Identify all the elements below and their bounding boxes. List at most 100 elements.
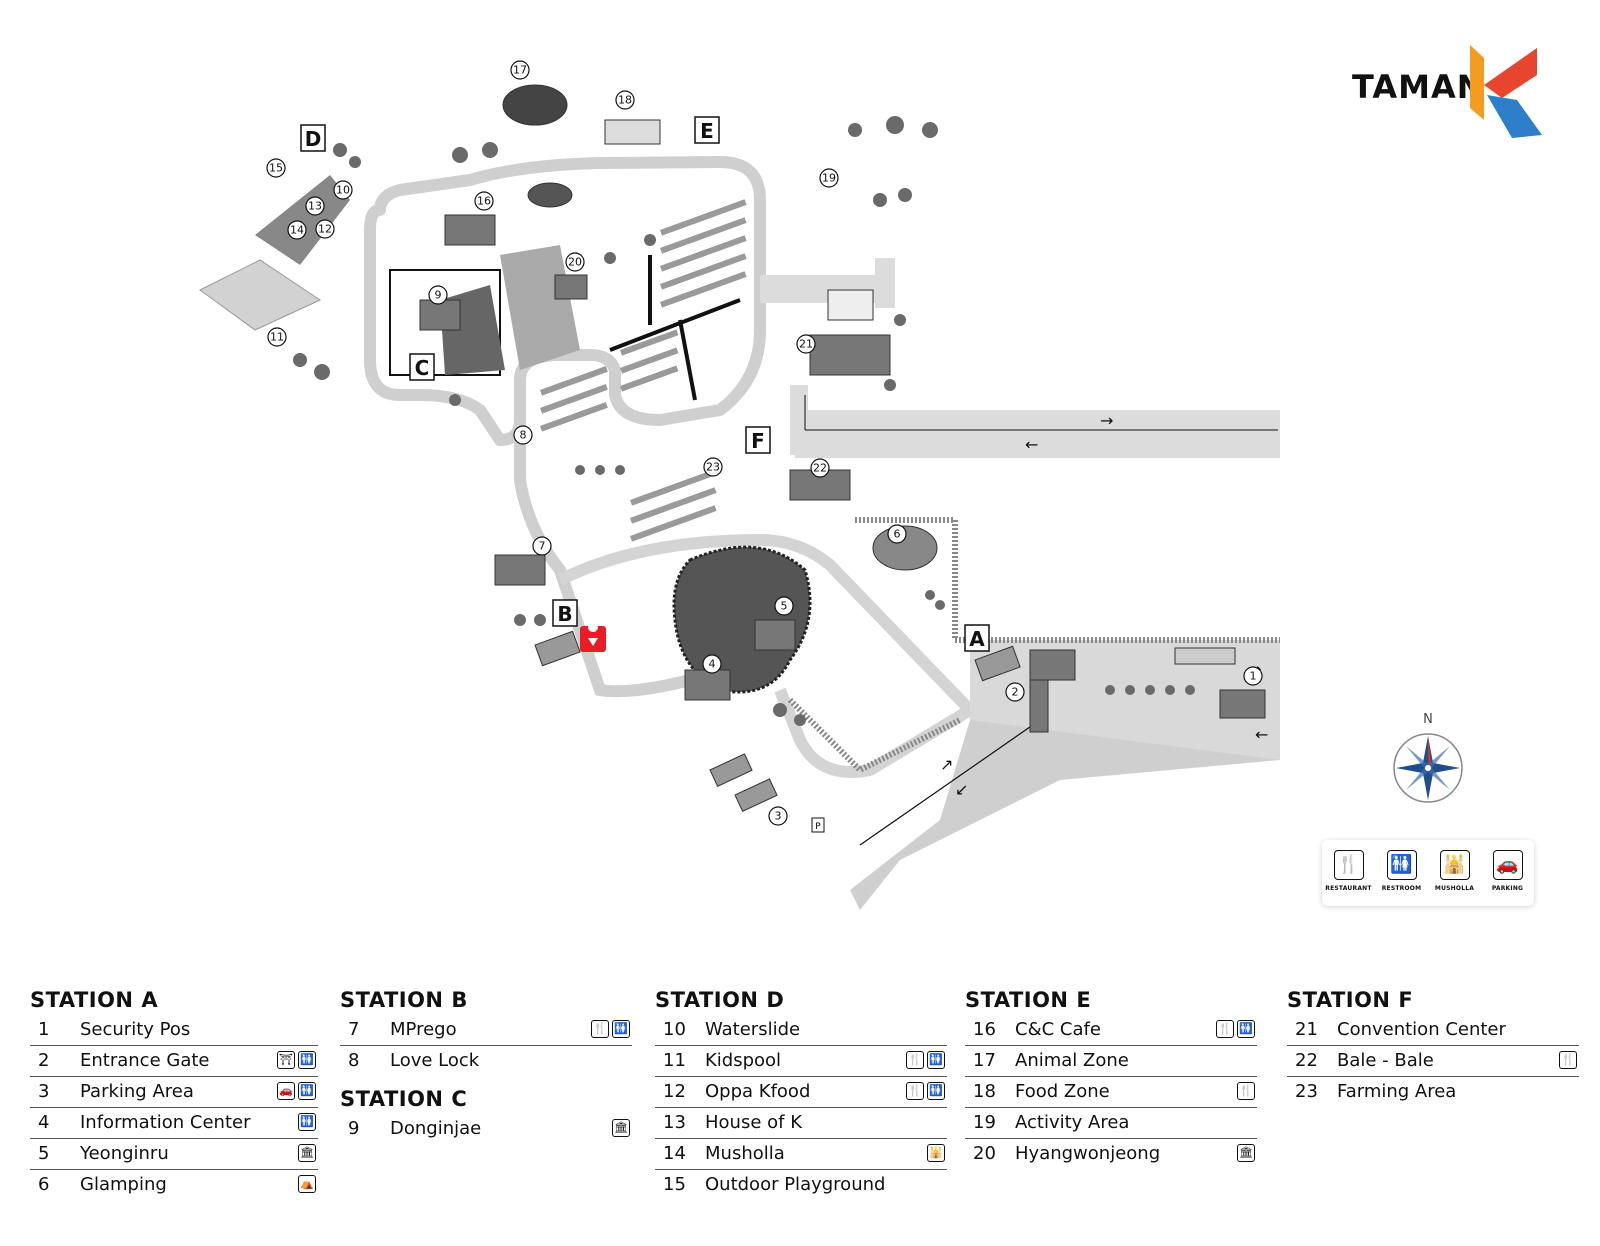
entry-number: 8 xyxy=(348,1050,360,1071)
svg-text:8: 8 xyxy=(520,429,527,442)
entry-name: Oppa Kfood xyxy=(705,1081,811,1102)
entry-name: Hyangwonjeong xyxy=(1015,1143,1161,1164)
entry-name: C&C Cafe xyxy=(1015,1019,1101,1040)
station-letter-a: A xyxy=(964,624,990,652)
svg-text:10: 10 xyxy=(336,184,350,197)
entry-number: 15 xyxy=(663,1174,686,1195)
entrance-ramp xyxy=(850,720,1280,910)
map-marker-5: 5 xyxy=(774,596,794,616)
entry-facility-icons: 🕌 xyxy=(927,1144,945,1162)
entry-name: Musholla xyxy=(705,1143,785,1164)
restroom-icon: 🚻 xyxy=(1237,1020,1255,1038)
station-title: STATION A xyxy=(30,988,159,1012)
svg-text:E: E xyxy=(700,119,714,143)
svg-text:4: 4 xyxy=(709,658,716,671)
map-marker-20: 20 xyxy=(565,252,585,272)
parking-sign xyxy=(811,817,825,833)
station-title: STATION C xyxy=(340,1087,468,1111)
building-food-zone xyxy=(604,119,661,145)
entry-number: 6 xyxy=(38,1174,50,1195)
svg-text:20: 20 xyxy=(568,256,582,269)
restroom-icon: 🚻 xyxy=(1386,850,1417,880)
station-letter-c: C xyxy=(409,353,435,381)
svg-text:18: 18 xyxy=(618,94,632,107)
svg-text:6: 6 xyxy=(894,528,901,541)
svg-text:←: ← xyxy=(1255,725,1268,744)
entry-name: Entrance Gate xyxy=(80,1050,210,1071)
building-convention-center xyxy=(809,334,891,376)
pool-deck xyxy=(199,259,322,331)
restroom-icon: 🚻 xyxy=(298,1113,316,1131)
entry-facility-icons: ⛩🚻 xyxy=(277,1051,316,1069)
car-1 xyxy=(709,753,753,787)
entry-name: Kidspool xyxy=(705,1050,782,1071)
entry-facility-icons: 🍴🚻 xyxy=(906,1082,945,1100)
map-marker-23: 23 xyxy=(703,457,723,477)
taman-k-logo: TAMAN xyxy=(1352,40,1552,140)
svg-text:→: → xyxy=(1100,411,1113,430)
station-letter-e: E xyxy=(694,116,720,144)
station-letter-b: B xyxy=(552,599,578,627)
legend-item-restaurant: 🍴 RESTAURANT xyxy=(1325,850,1373,892)
entry-number: 1 xyxy=(38,1019,50,1040)
entry-number: 13 xyxy=(663,1112,686,1133)
svg-text:16: 16 xyxy=(477,195,491,208)
entry-number: 20 xyxy=(973,1143,996,1164)
map-marker-21: 21 xyxy=(796,334,816,354)
entry-number: 21 xyxy=(1295,1019,1318,1040)
gate-icon: ⛩ xyxy=(277,1051,295,1069)
svg-text:12: 12 xyxy=(318,223,332,236)
entry-number: 17 xyxy=(973,1050,996,1071)
svg-text:5: 5 xyxy=(781,600,788,613)
entry-name: Waterslide xyxy=(705,1019,801,1040)
facility-legend: 🍴 RESTAURANT 🚻 RESTROOM 🕌 MUSHOLLA 🚗 PAR… xyxy=(1322,840,1534,906)
station-entry: 14 Musholla 🕌 xyxy=(655,1139,947,1170)
lake-loop-path xyxy=(557,534,976,778)
waterslide xyxy=(255,175,350,265)
entry-number: 9 xyxy=(348,1118,360,1139)
entry-number: 3 xyxy=(38,1081,50,1102)
fork-knife-icon: 🍴 xyxy=(1237,1082,1255,1100)
svg-text:B: B xyxy=(557,602,572,626)
restroom-icon: 🚻 xyxy=(927,1082,945,1100)
station-letter-d: D xyxy=(300,124,326,152)
entry-name: Outdoor Playground xyxy=(705,1174,886,1195)
entry-number: 11 xyxy=(663,1050,686,1071)
hedge-fence xyxy=(855,517,1280,643)
svg-text:14: 14 xyxy=(290,224,304,237)
station-title: STATION F xyxy=(1287,988,1414,1012)
svg-text:↗: ↗ xyxy=(940,755,953,774)
entry-name: Security Pos xyxy=(80,1019,191,1040)
entry-name: Glamping xyxy=(80,1174,167,1195)
svg-text:P: P xyxy=(815,822,821,832)
parking-lot-north xyxy=(827,289,874,321)
entry-number: 22 xyxy=(1295,1050,1318,1071)
car-2 xyxy=(734,778,778,812)
svg-text:D: D xyxy=(305,127,322,151)
entry-name: Love Lock xyxy=(390,1050,480,1071)
svg-text:21: 21 xyxy=(799,338,813,351)
entry-name: Donginjae xyxy=(390,1118,482,1139)
restroom-icon: 🚻 xyxy=(298,1082,316,1100)
entry-number: 14 xyxy=(663,1143,686,1164)
svg-text:←: ← xyxy=(1025,435,1038,454)
svg-text:19: 19 xyxy=(822,172,836,185)
entry-name: Yeonginru xyxy=(80,1143,169,1164)
svg-text:3: 3 xyxy=(775,810,782,823)
svg-text:23: 23 xyxy=(706,461,720,474)
building-hyangwonjeong xyxy=(554,274,588,300)
station-title: STATION D xyxy=(655,988,785,1012)
entry-facility-icons: 🚻 xyxy=(298,1113,316,1131)
map-marker-6: 6 xyxy=(887,524,907,544)
fork-knife-icon: 🍴 xyxy=(1559,1051,1577,1069)
building-information-center xyxy=(684,669,731,701)
hedge-fence-south xyxy=(787,697,962,774)
